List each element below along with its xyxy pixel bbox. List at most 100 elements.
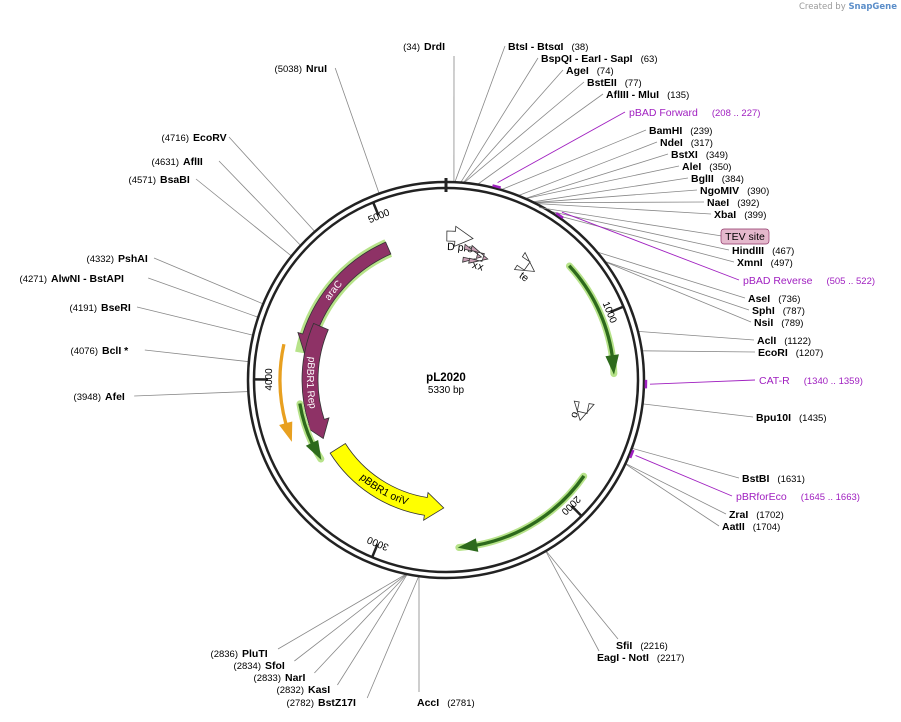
enzyme-xbai[interactable]: XbaI(399) (714, 209, 766, 221)
enzyme-ngomiv[interactable]: NgoMIV(390) (700, 185, 769, 197)
enzyme-position: (3948) (74, 392, 101, 403)
connector-bsteii (463, 81, 585, 184)
enzyme-bglii[interactable]: BglII (384) (691, 173, 744, 185)
enzyme-agei[interactable]: AgeI(74) (566, 65, 614, 77)
primer-position: (208 .. 227) (712, 108, 761, 119)
enzyme-bamhi[interactable]: BamHI(239) (649, 125, 712, 137)
tick-mark (370, 543, 379, 558)
enzyme-sfoi[interactable]: SfoI(2834) (234, 660, 285, 672)
connector-sfii (545, 550, 619, 640)
primer-pbad-forward[interactable]: pBAD Forward(208 .. 227) (492, 107, 761, 189)
feature-arrow (457, 474, 586, 552)
enzyme-position: (4571) (129, 175, 156, 186)
enzyme-bspqi-eari-sapi[interactable]: BspQI - EarI - SapI(63) (541, 53, 658, 65)
primer-connector (561, 211, 740, 281)
enzyme-position: (2833) (254, 673, 281, 684)
primer-position: (505 .. 522) (826, 276, 875, 287)
enzyme-afliii-mlui[interactable]: AflIII - MluI(135) (606, 89, 689, 101)
snapgene-logo: SnapGene (848, 2, 897, 12)
enzyme-bseri[interactable]: BseRI(4191) (70, 302, 131, 314)
enzyme-name: BglII (691, 173, 714, 185)
feature-pBBR1-Rep[interactable]: pBBR1 Rep (301, 322, 330, 440)
feature-araBAD-promoter[interactable]: araBAD promoter (0, 0, 474, 256)
enzyme-afei[interactable]: AfeI(3948) (74, 391, 125, 403)
tick-label: 3000 (365, 533, 390, 552)
enzyme-kasi[interactable]: KasI(2832) (277, 684, 331, 696)
enzyme-position: (399) (744, 210, 766, 221)
enzyme-alwni-bstapi[interactable]: AlwNI - BstAPI(4271) (20, 273, 124, 285)
enzyme-nari[interactable]: NarI (2833) (254, 672, 306, 684)
enzyme-name: NarI (285, 672, 306, 684)
connector-alei (525, 165, 680, 200)
enzyme-pshai[interactable]: PshAI(4332) (87, 253, 148, 265)
connector-ndei (518, 141, 658, 197)
enzyme-drdi[interactable]: DrdI(34) (403, 41, 445, 53)
primer-pbad-reverse[interactable]: pBAD Reverse(505 .. 522) (555, 211, 875, 287)
tev-site-tag[interactable]: TEV site (539, 207, 770, 245)
enzyme-position: (497) (771, 258, 793, 269)
enzyme-sphi[interactable]: SphI(787) (752, 305, 805, 317)
enzyme-position: (467) (772, 246, 794, 257)
feature-pBBR1-oriV[interactable]: pBBR1 oriV (329, 442, 445, 522)
enzyme-pluti[interactable]: PluTI(2836) (211, 648, 268, 660)
enzyme-bcli[interactable]: BclI *(4076) (71, 345, 130, 357)
enzyme-aflii[interactable]: AflII(4631) (152, 156, 203, 168)
enzyme-position: (1435) (799, 413, 826, 424)
enzyme-ecorv[interactable]: EcoRV(4716) (162, 132, 227, 144)
connector-eagi-noti (545, 550, 600, 652)
enzyme-bsteii[interactable]: BstEII(77) (587, 77, 642, 89)
enzyme-zrai[interactable]: ZraI(1702) (729, 509, 784, 521)
enzyme-position: (2217) (657, 653, 684, 664)
enzyme-hindiii[interactable]: HindIII(467) (732, 245, 794, 257)
enzyme-nrui[interactable]: NruI(5038) (275, 63, 328, 75)
enzyme-aatii[interactable]: AatII(1704) (722, 521, 780, 533)
enzyme-eagi-noti[interactable]: EagI - NotI(2217) (597, 652, 684, 664)
enzyme-position: (239) (690, 126, 712, 137)
enzyme-bstxi[interactable]: BstXI(349) (671, 149, 728, 161)
connector-bstbi (631, 447, 740, 479)
feature-10xHis-1[interactable]: 10xHis (0, 0, 483, 272)
enzyme-name: BspQI - EarI - SapI (541, 53, 633, 65)
enzyme-bpu10i[interactable]: Bpu10I(1435) (756, 412, 826, 424)
connector-bamhi (500, 129, 647, 191)
enzyme-name: KasI (308, 684, 330, 696)
enzyme-bstbi[interactable]: BstBI(1631) (742, 473, 805, 485)
enzyme-acci[interactable]: AccI(2781) (417, 697, 475, 709)
enzyme-position: (384) (722, 174, 744, 185)
connector-naei (534, 201, 705, 204)
feature-arrow (573, 400, 595, 422)
enzyme-position: (2216) (640, 641, 667, 652)
enzyme-nsii[interactable]: NsiI(789) (754, 317, 803, 329)
enzyme-btsi-bts-i[interactable]: BtsI - BtsαI(38) (508, 41, 588, 53)
enzyme-ecori[interactable]: EcoRI(1207) (758, 347, 823, 359)
enzyme-name: PshAI (118, 253, 148, 265)
enzyme-xmni[interactable]: XmnI(497) (737, 257, 793, 269)
enzyme-name: NaeI (707, 197, 729, 209)
enzyme-ndei[interactable]: NdeI(317) (660, 137, 713, 149)
enzyme-connector-lines (134, 45, 756, 699)
enzyme-position: (4191) (70, 303, 97, 314)
primer-position: (1340 .. 1359) (804, 376, 863, 387)
enzyme-acli[interactable]: AclI(1122) (757, 335, 811, 347)
enzyme-naei[interactable]: NaeI(392) (707, 197, 759, 209)
enzyme-bstz17i[interactable]: BstZ17I(2782) (287, 697, 356, 709)
enzyme-bsabi[interactable]: BsaBI(4571) (129, 174, 190, 186)
enzyme-name: SphI (752, 305, 775, 317)
feature-orange-arc[interactable] (278, 343, 293, 442)
primer-mark (492, 184, 502, 189)
enzyme-name: BstXI (671, 149, 698, 161)
primer-name: CAT-R (759, 375, 790, 387)
feature-CmR-2[interactable] (455, 472, 588, 552)
primer-pbrforeco[interactable]: pBRforEco(1645 .. 1663) (629, 449, 860, 503)
connector-aatii (625, 463, 720, 527)
enzyme-sfii[interactable]: SfiI(2216) (616, 640, 668, 652)
enzyme-asei[interactable]: AseI(736) (748, 293, 800, 305)
enzyme-position: (4631) (152, 157, 179, 168)
enzyme-position: (34) (403, 42, 420, 53)
enzyme-position: (1702) (756, 510, 783, 521)
feature-CmR-1[interactable] (565, 262, 619, 378)
feature-green-inner[interactable] (296, 400, 325, 463)
primer-cat-r[interactable]: CAT-R (1340 .. 1359) (644, 375, 863, 389)
enzyme-alei[interactable]: AleI(350) (682, 161, 731, 173)
enzyme-position: (789) (781, 318, 803, 329)
